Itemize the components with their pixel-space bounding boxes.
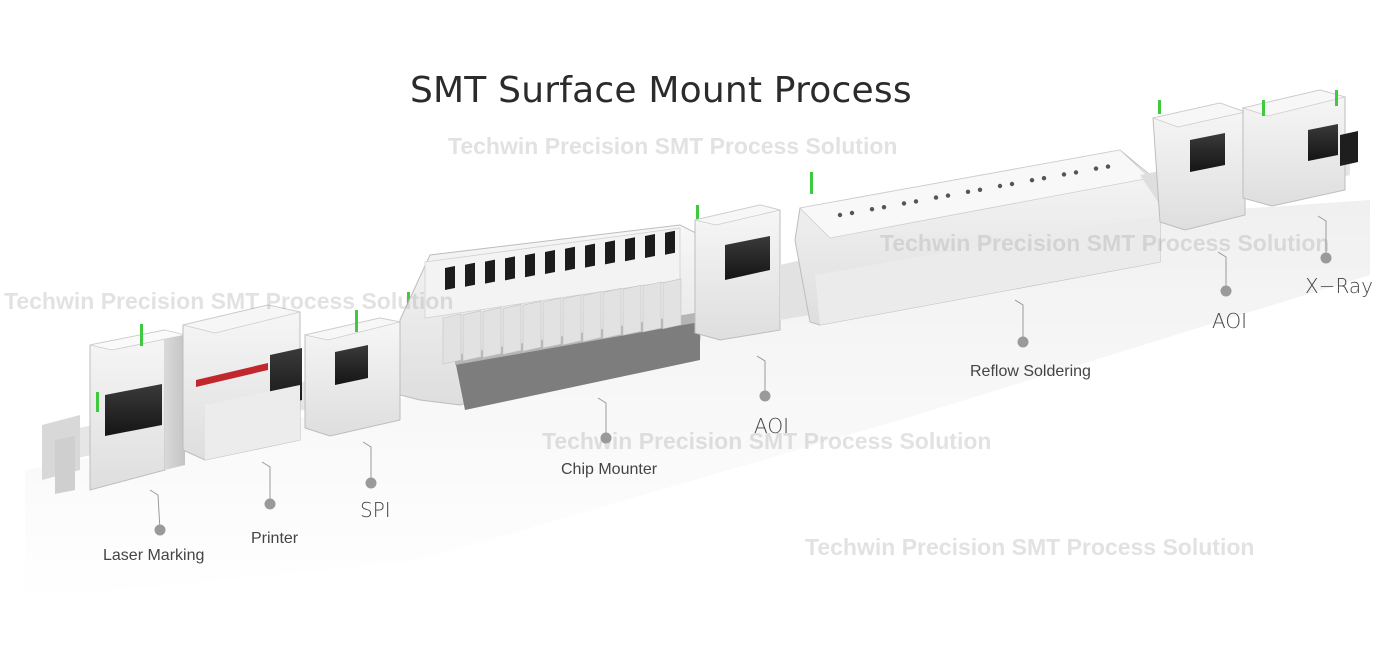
vent-icon	[1041, 176, 1047, 181]
feeder-bank	[622, 284, 642, 336]
placement-head-icon	[545, 250, 555, 274]
placement-head-icon	[645, 234, 655, 258]
watermark: Techwin Precision SMT Process Solution	[448, 133, 898, 159]
label-aoi-2: AOI	[1212, 309, 1247, 333]
vent-icon	[933, 195, 939, 200]
placement-head-icon	[485, 259, 495, 284]
label-xray: X−Ray	[1305, 274, 1374, 298]
feeder-bank	[562, 294, 582, 346]
printer-machine	[182, 304, 302, 461]
leader-markers	[149, 215, 1332, 536]
floor-plane	[25, 200, 1370, 600]
placement-head-icon	[625, 237, 635, 262]
label-chip-mounter: Chip Mounter	[561, 461, 658, 478]
spi-machine	[304, 292, 410, 437]
watermark: Techwin Precision SMT Process Solution	[4, 288, 454, 314]
vent-icon	[1105, 164, 1111, 169]
label-spi: SPI	[360, 498, 391, 522]
vent-icon	[913, 199, 919, 204]
feeder-bank	[522, 300, 542, 352]
feeder-bank	[442, 313, 462, 365]
page-title: SMT Surface Mount Process	[410, 70, 912, 111]
placement-head-icon	[465, 262, 475, 287]
vent-icon	[1093, 166, 1099, 171]
feeder-bank	[542, 297, 562, 349]
vent-icon	[1073, 170, 1079, 175]
laser-marking-machine	[42, 324, 186, 494]
placement-head-icon	[525, 253, 535, 278]
feeder-bank	[662, 278, 682, 330]
placement-head-icon	[505, 256, 515, 281]
placement-head-icon	[665, 230, 675, 255]
label-aoi-1: AOI	[754, 414, 789, 438]
status-lamp-icon	[140, 324, 143, 346]
vent-icon	[965, 189, 971, 194]
vent-icon	[849, 210, 855, 216]
vent-icon	[1061, 172, 1067, 177]
vent-icon	[997, 183, 1003, 189]
vent-icon	[869, 207, 875, 212]
vent-icon	[901, 201, 907, 206]
chip-mounter-machine	[399, 205, 701, 410]
aoi-machine-2	[1151, 100, 1247, 231]
vent-icon	[1009, 181, 1015, 187]
watermark: Techwin Precision SMT Process Solution	[805, 534, 1255, 560]
vent-icon	[881, 205, 887, 210]
xray-machine	[1241, 89, 1358, 207]
vent-icon	[945, 193, 951, 198]
placement-head-icon	[585, 243, 595, 268]
placement-head-icon	[565, 246, 575, 271]
vent-icon	[837, 212, 843, 218]
feeder-bank	[462, 310, 482, 362]
placement-head-icon	[445, 266, 455, 290]
feeder-bank	[602, 288, 622, 339]
label-reflow-soldering: Reflow Soldering	[970, 363, 1091, 380]
feeder-bank	[502, 304, 522, 355]
feeder-bank	[482, 307, 502, 358]
label-laser-marking: Laser Marking	[103, 547, 205, 564]
placement-head-icon	[605, 240, 615, 265]
vent-icon	[1029, 178, 1035, 183]
watermark: Techwin Precision SMT Process Solution	[542, 428, 992, 454]
watermark: Techwin Precision SMT Process Solution	[880, 230, 1330, 256]
feeder-bank	[582, 291, 602, 342]
label-printer: Printer	[251, 530, 299, 547]
vent-icon	[977, 187, 983, 192]
feeder-bank	[642, 281, 662, 333]
